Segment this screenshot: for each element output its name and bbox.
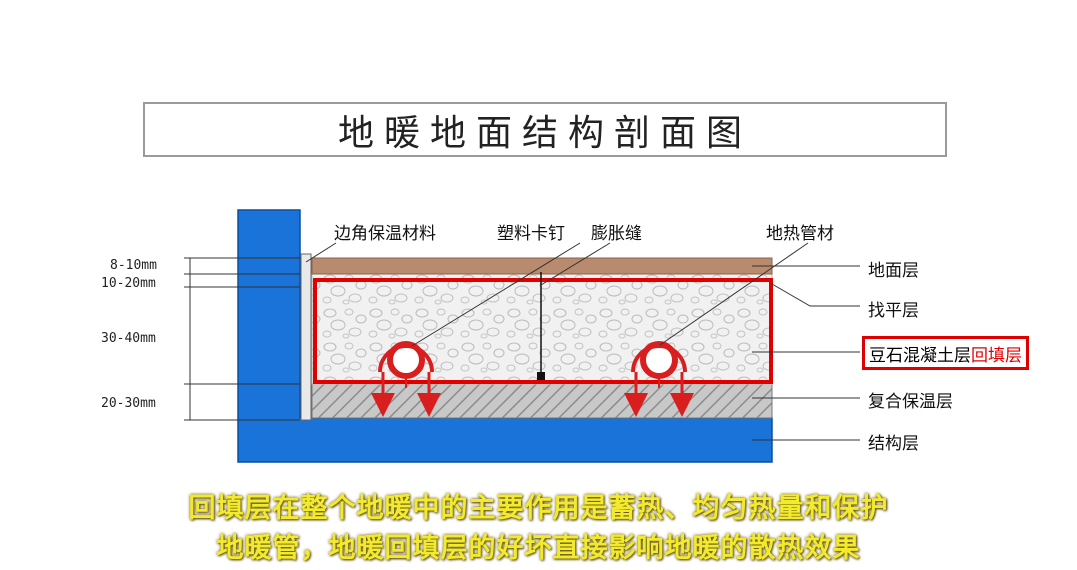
- heating-pipe-right: [624, 341, 694, 417]
- title-box: 地暖地面结构剖面图: [143, 102, 947, 157]
- plastic-clip: [537, 372, 545, 380]
- label-concrete-layer: 豆石混凝土层: [869, 345, 971, 366]
- label-leveling-layer: 找平层: [868, 301, 919, 321]
- caption-line-2: 地暖管，地暖回填层的好坏直接影响地暖的散热效果: [216, 533, 861, 564]
- dimension-label-4: 20-30mm: [101, 396, 156, 411]
- label-insulation-layer: 复合保温层: [868, 392, 953, 412]
- dimension-label-3: 30-40mm: [101, 331, 156, 346]
- label-backfill-highlight: 回填层: [971, 345, 1022, 366]
- label-plastic-clip: 塑料卡钉: [497, 224, 565, 244]
- heating-pipe-left: [371, 341, 441, 417]
- edge-insulation-strip: [300, 253, 312, 421]
- label-concrete-backfill-box: 豆石混凝土层回填层: [862, 336, 1029, 370]
- label-expansion-joint: 膨胀缝: [591, 224, 642, 244]
- backfill-highlight-box: [313, 278, 773, 384]
- dimension-lines: [184, 257, 300, 421]
- label-edge-insulation: 边角保温材料: [334, 224, 436, 244]
- diagram-title: 地暖地面结构剖面图: [337, 112, 752, 154]
- right-leaders: [752, 265, 860, 441]
- dimension-label-2: 10-20mm: [101, 276, 156, 291]
- dimension-label-1: 8-10mm: [110, 258, 157, 273]
- label-heating-pipe: 地热管材: [766, 224, 834, 244]
- insulation-layer: [311, 383, 773, 419]
- caption-line-1: 回填层在整个地暖中的主要作用是蓄热、均匀热量和保护: [188, 493, 889, 524]
- label-floor-layer: 地面层: [868, 261, 919, 281]
- top-leaders: [305, 242, 809, 347]
- label-structural-layer: 结构层: [868, 434, 919, 454]
